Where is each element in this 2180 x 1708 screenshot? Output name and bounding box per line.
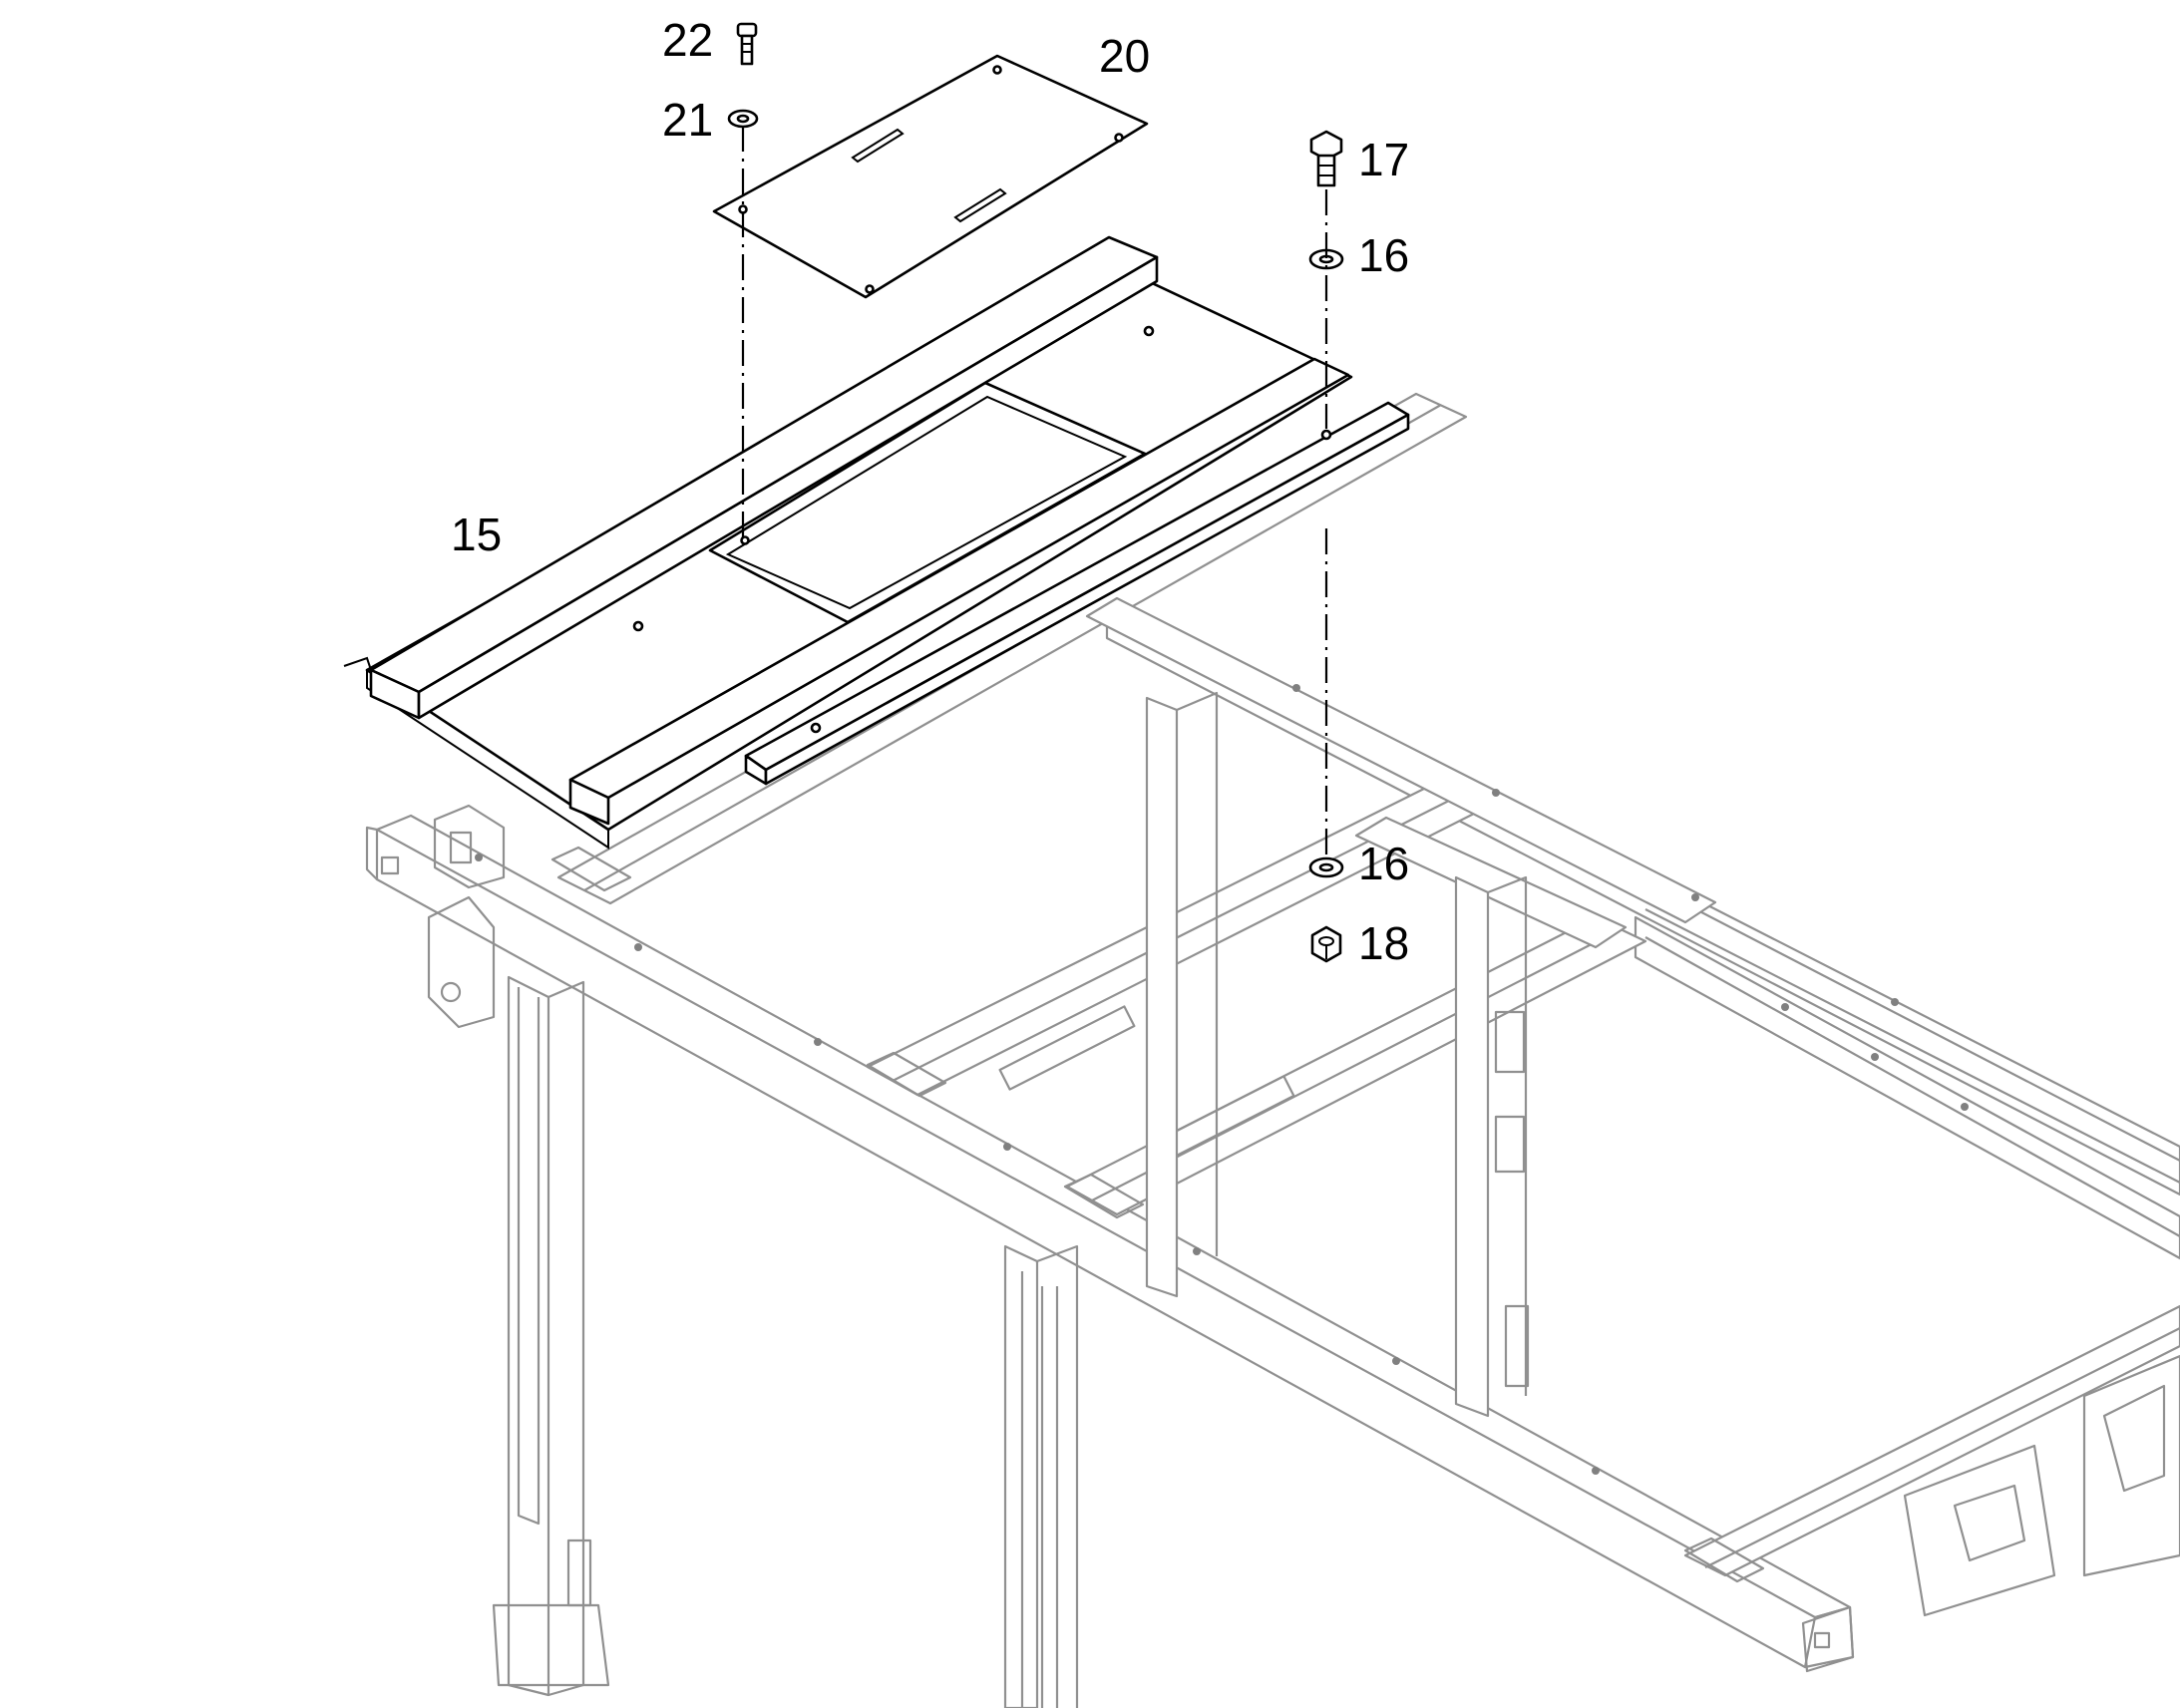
callout-15: 15 [451,509,502,560]
callout-22: 22 [662,14,713,66]
screw-22 [736,22,758,66]
washer-16-lower [1308,856,1344,878]
bolt-17 [1309,130,1343,187]
cover-handle-1 [851,128,905,164]
cross-member-5 [1354,816,1628,949]
right-long-rail [1634,915,2180,1260]
cover-plate [712,54,1149,299]
floor-panel-assembly [343,235,1410,850]
washer-21 [727,109,759,129]
callout-16-upper: 16 [1358,229,1409,281]
callout-17: 17 [1358,134,1409,185]
callout-18: 18 [1358,917,1409,969]
left-front-leg [507,975,550,1697]
front-cross-beam [1683,1304,2180,1577]
nut-18 [1310,925,1342,963]
cross-member-4 [1085,596,1717,924]
callout-21: 21 [662,94,713,146]
cover-handle-2 [953,187,1007,223]
callout-16-lower: 16 [1358,838,1409,889]
rear-post-left [1145,696,1179,1298]
callout-20: 20 [1099,30,1150,82]
rear-post-right [1454,875,1490,1418]
